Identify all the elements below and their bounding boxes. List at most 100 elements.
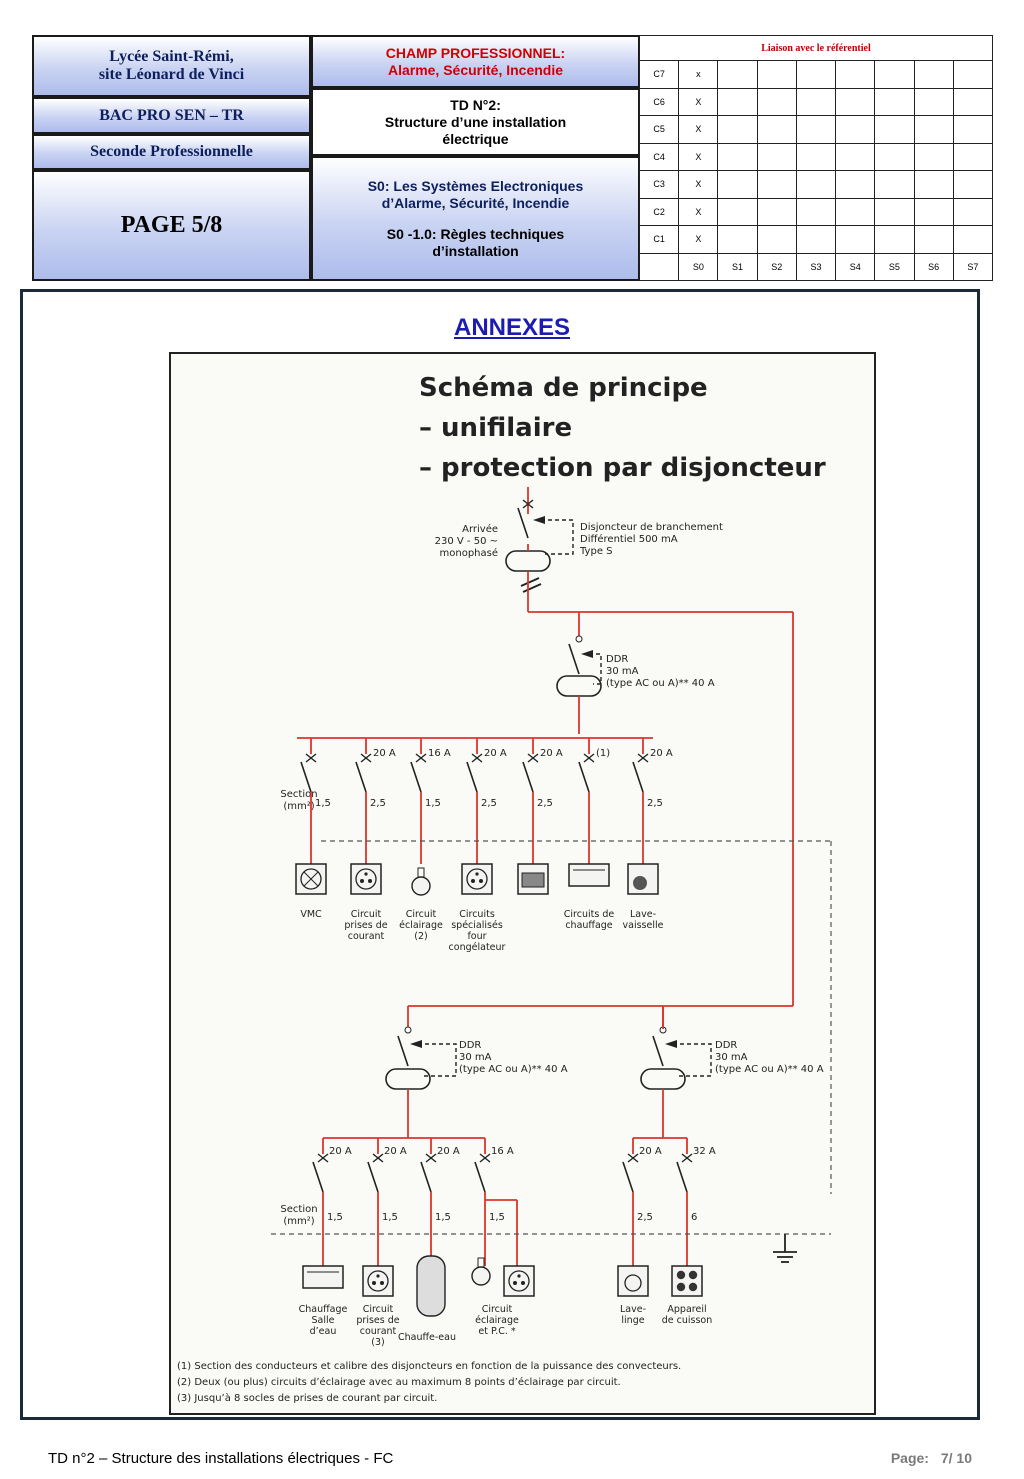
bl-circuit-1-label-line-1: prises de [356, 1315, 399, 1326]
main-sensor-link-head [533, 516, 545, 524]
br-circuit-1-load-hob1 [688, 1270, 698, 1280]
top-circuit-2-label-line-1: éclairage [399, 920, 443, 931]
bl-circuit-3-load-plug-pin2 [521, 1281, 525, 1285]
top-circuit-3-load-pin1 [471, 879, 475, 883]
td-line-2: Structure d’une installation [384, 113, 567, 130]
arrivee-line-1: Arrivée [462, 523, 498, 535]
row-mark: x [678, 60, 719, 89]
td-line-1: TD N°2: [450, 96, 501, 113]
br-circuit-0-breaker-blade [622, 1161, 634, 1193]
top-circuit-3-label-line-1: spécialisés [451, 920, 503, 931]
top-circuit-3-load-earth [475, 872, 479, 876]
col-header: S4 [835, 252, 876, 281]
top-circuit-3-rating: 20 A [484, 748, 507, 759]
br-circuit-1-load-hob3 [688, 1282, 698, 1292]
row-mark: X [678, 142, 719, 171]
ddr-right-2: 30 mA [715, 1052, 748, 1063]
top-circuit-2-label-line-2: (2) [414, 931, 427, 942]
top-circuit-2-breaker-blade [410, 761, 422, 793]
row-label: C4 [638, 142, 680, 171]
top-circuit-1-label-line-2: courant [348, 931, 385, 942]
top-circuit-0-section: 1,5 [315, 798, 331, 809]
annexes-title: ANNEXES [453, 314, 571, 341]
champ-cell: CHAMP PROFESSIONNEL: Alarme, Sécurité, I… [311, 35, 640, 88]
br-circuit-0-breaker-cross-b [627, 1153, 639, 1163]
schema-scan: Schéma de principe – unifilaire – protec… [169, 352, 876, 1415]
bl-circuit-2-load [416, 1255, 446, 1317]
bl-circuit-2-label-line-0: Chauffe-eau [398, 1332, 456, 1343]
footer-title: TD n°2 – Structure des installations éle… [48, 1450, 394, 1467]
row-mark: X [678, 225, 719, 254]
top-circuit-4-section: 2,5 [537, 798, 553, 809]
disj-line-2: Différentiel 500 mA [580, 533, 678, 545]
ddr-main-toroid [556, 675, 602, 697]
table-header-row: S0 S1 S2 S3 S4 S5 S6 S7 [638, 252, 994, 281]
br-circuit-1-rating: 32 A [693, 1146, 716, 1157]
ddr-left-3: (type AC ou A)** 40 A [459, 1064, 568, 1075]
page-label: Page: [890, 1450, 929, 1466]
ddr-main-1: DDR [606, 654, 628, 665]
main-fuse-b [522, 583, 542, 593]
top-circuit-1-load-pin2 [368, 879, 372, 883]
bl-circuit-1-load-ring [367, 1270, 389, 1292]
bl-circuit-1-label-line-2: courant [360, 1326, 397, 1337]
bl-circuit-3-label-line-2: et P.C. * [478, 1326, 516, 1337]
arrivee-line-2: 230 V - 50 ~ [435, 536, 498, 547]
s0-line-3: S0 -1.0: Règles techniques [386, 225, 565, 242]
section-label-bottom-2: (mm²) [283, 1216, 314, 1227]
ddr-left-sensor-link [418, 1043, 457, 1077]
ddr-left-2: 30 mA [459, 1052, 492, 1063]
ddr-main-sensor-link-head [581, 650, 593, 658]
br-circuit-0-rating: 20 A [639, 1146, 662, 1157]
bl-circuit-1-label-line-3: (3) [371, 1337, 384, 1348]
bl-circuit-3-load-base [477, 1257, 485, 1268]
top-circuit-1-rating: 20 A [373, 748, 396, 759]
top-circuit-4-load-door [521, 872, 545, 888]
bac-cell: BAC PRO SEN – TR [32, 97, 311, 134]
top-circuit-2-breaker-cross-b [415, 753, 427, 763]
ddr-right-1: DDR [715, 1040, 737, 1051]
col-header: S6 [913, 252, 954, 281]
top-circuit-1-load-ring [355, 868, 377, 890]
page-cell: PAGE 5/8 [32, 170, 311, 281]
main-fuse-a [520, 577, 540, 587]
ddr-left-blade [397, 1035, 409, 1067]
br-circuit-1-breaker-blade [676, 1161, 688, 1193]
bac-label: BAC PRO SEN – TR [99, 106, 244, 124]
s0-line-1: S0: Les Systèmes Electroniques [367, 177, 584, 194]
schema-title-2: – unifilaire [419, 413, 572, 443]
ddr-main-sensor-link [589, 653, 602, 685]
main-breaker-cross-b [522, 499, 534, 509]
level-label: Seconde Professionnelle [90, 143, 253, 160]
wiring-diagram: Schéma de principe – unifilaire – protec… [177, 373, 832, 1404]
note-3: (3) Jusqu’à 8 socles de prises de couran… [177, 1392, 437, 1404]
main-breaker-blade [517, 507, 529, 539]
ddr-left-1: DDR [459, 1040, 481, 1051]
col-header: S3 [795, 252, 837, 281]
col-header: S7 [952, 252, 994, 281]
bl-circuit-0-load [302, 1265, 344, 1289]
top-circuit-1-label-line-1: prises de [344, 920, 387, 931]
ddr-right-sensor-link-head [665, 1040, 677, 1048]
top-circuit-2-load [411, 876, 431, 896]
top-circuit-3-breaker-blade [466, 761, 478, 793]
top-circuit-1-load-pin1 [360, 879, 364, 883]
top-circuit-5-label-line-0: Circuits de [564, 909, 615, 920]
top-circuit-3-section: 2,5 [481, 798, 497, 809]
top-circuit-3-label-line-0: Circuits [459, 909, 495, 920]
top-circuit-1-load-earth [364, 872, 368, 876]
ddr-left-terminal [404, 1026, 412, 1034]
top-circuit-5-breaker-cross-b [583, 753, 595, 763]
ddr-left-sensor-link-head [410, 1040, 422, 1048]
content-frame [20, 289, 980, 1420]
s0-line-2: d’Alarme, Sécurité, Incendie [381, 194, 570, 211]
bl-circuit-3-label-line-0: Circuit [482, 1304, 513, 1315]
bl-circuit-3-section: 1,5 [489, 1212, 505, 1223]
ddr-main-3: (type AC ou A)** 40 A [606, 678, 715, 689]
disj-line-1: Disjoncteur de branchement [580, 522, 723, 533]
td-line-3: électrique [442, 130, 509, 147]
